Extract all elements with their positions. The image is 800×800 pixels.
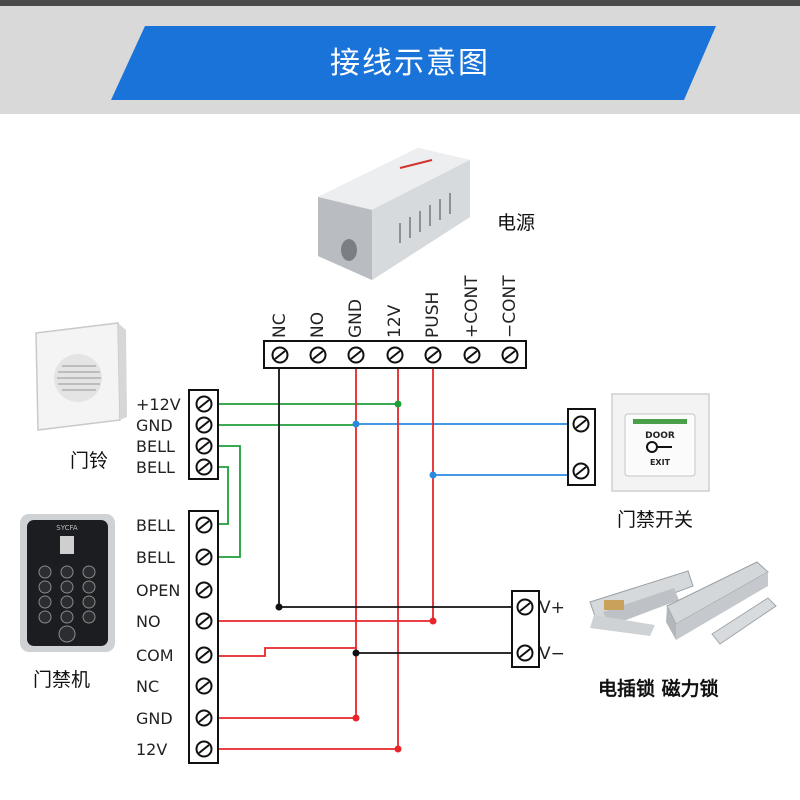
access-keypad-image [20, 514, 115, 652]
keypad-terminal-nc: NC [136, 677, 160, 696]
power-supply-image [318, 148, 470, 280]
power-terminal-12v: 12V [385, 304, 405, 338]
junction-dot [352, 714, 360, 722]
power-supply-label: 电源 [497, 212, 536, 234]
bell-terminal-bell-1: BELL [136, 437, 175, 456]
bell-terminal-12v: +12V [136, 395, 181, 414]
title-banner [111, 26, 716, 100]
keypad-terminal-open: OPEN [136, 581, 181, 600]
bell-terminal-gnd: GND [136, 416, 173, 435]
junction-dot [429, 471, 437, 479]
exit-button-image [611, 393, 710, 492]
junction-dot [352, 420, 360, 428]
power-terminal-pos-cont: +CONT [462, 275, 482, 338]
keypad-terminal-com: COM [136, 646, 174, 665]
exit-button-label: 门禁开关 [617, 509, 694, 531]
keypad-label: 门禁机 [33, 669, 91, 691]
power-terminal-gnd: GND [346, 299, 366, 338]
junction-dot [352, 649, 360, 657]
keypad-terminal-bell-2: BELL [136, 548, 175, 567]
lock-terminal-vminus: V− [539, 644, 565, 664]
power-terminal-push: PUSH [423, 291, 443, 338]
banner-shape [111, 26, 716, 100]
power-terminal-neg-cont: −CONT [500, 275, 520, 338]
power-terminal-nc: NC [270, 313, 290, 338]
exit-button-door-text: DOOR [645, 431, 675, 441]
junction-dot [275, 603, 283, 611]
junction-dot [394, 745, 402, 753]
keypad-terminal-bell-1: BELL [136, 516, 175, 535]
power-terminal-no: NO [308, 311, 328, 338]
keypad-terminal-no: NO [136, 612, 161, 631]
page-title: 接线示意图 [330, 46, 490, 81]
top-dark-strip [0, 0, 800, 6]
lock-terminal-vplus: V+ [539, 598, 565, 618]
exit-button-exit-text: EXIT [650, 458, 671, 467]
magnetic-lock-image [666, 561, 777, 645]
keypad-terminal-gnd: GND [136, 709, 173, 728]
bell-terminal-bell-2: BELL [136, 458, 175, 477]
keypad-brand-text: SYCFA [56, 524, 78, 532]
doorbell-image [35, 322, 127, 431]
junction-dot [394, 400, 402, 408]
junction-dot [429, 617, 437, 625]
doorbell-label: 门铃 [70, 450, 109, 472]
terminal-screws [195, 346, 590, 758]
lock-label: 电插锁 磁力锁 [598, 678, 719, 700]
electric-lock-image [589, 570, 694, 636]
keypad-terminal-12v: 12V [136, 740, 168, 759]
